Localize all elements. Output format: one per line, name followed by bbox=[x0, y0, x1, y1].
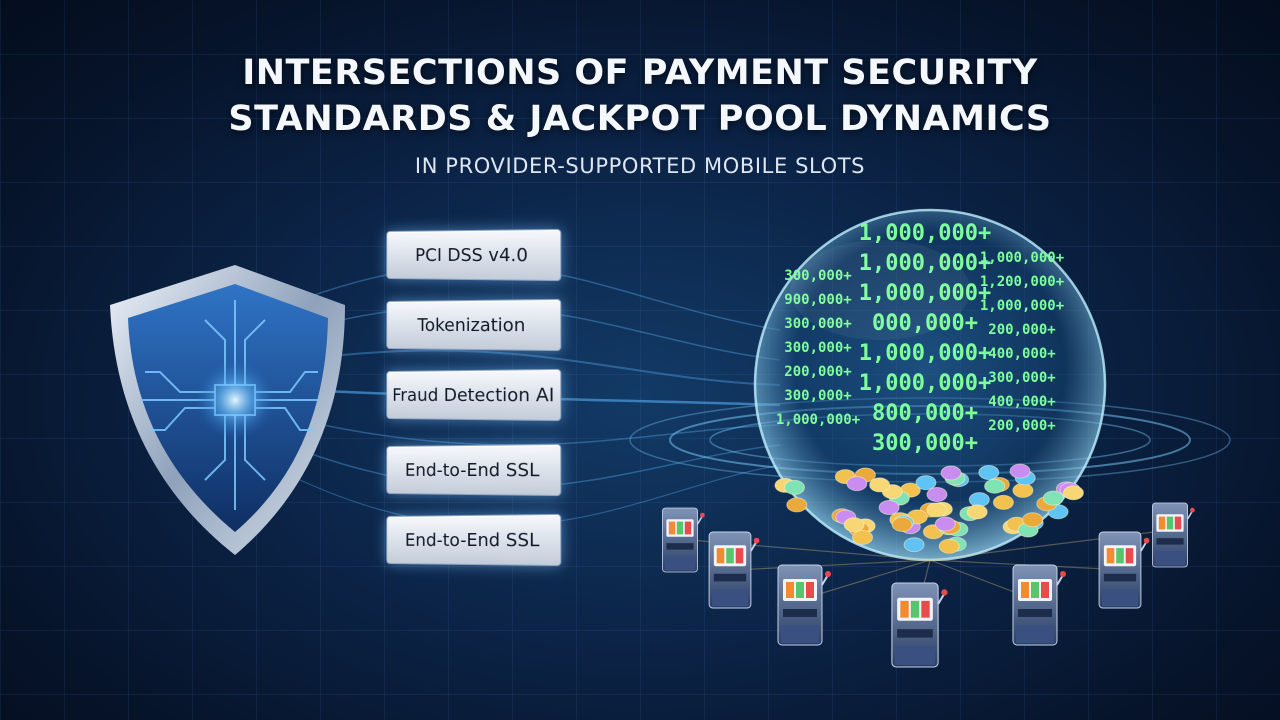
coin bbox=[1042, 490, 1064, 506]
coin bbox=[926, 487, 948, 502]
coin bbox=[869, 477, 891, 493]
security-item-pci-dss: PCI DSS v4.0 bbox=[386, 228, 562, 282]
jackpot-value: 000,000+ bbox=[872, 311, 978, 336]
jackpot-value: 1,000,000+ bbox=[776, 412, 860, 428]
jackpot-value: 400,000+ bbox=[988, 346, 1055, 362]
coin bbox=[1062, 485, 1084, 501]
coin bbox=[878, 500, 900, 515]
title-block: INTERSECTIONS OF PAYMENT SECURITY STANDA… bbox=[0, 50, 1280, 178]
coin bbox=[846, 476, 868, 492]
shield-circuit-icon bbox=[110, 265, 345, 555]
jackpot-value: 1,000,000+ bbox=[859, 281, 991, 306]
jackpot-value: 300,000+ bbox=[784, 268, 851, 284]
jackpot-value: 300,000+ bbox=[784, 316, 851, 332]
coin bbox=[852, 529, 873, 545]
coin bbox=[968, 492, 990, 508]
slot-machine-icon bbox=[1012, 564, 1066, 646]
jackpot-value: 1,000,000+ bbox=[980, 298, 1064, 314]
jackpot-value: 1,000,000+ bbox=[859, 251, 991, 276]
coin bbox=[926, 502, 948, 518]
title-line-1: INTERSECTIONS OF PAYMENT SECURITY bbox=[242, 53, 1038, 93]
coin bbox=[786, 497, 808, 513]
coin bbox=[1022, 512, 1044, 528]
security-item-ssl-2: End-to-End SSL bbox=[386, 513, 562, 567]
jackpot-value: 800,000+ bbox=[872, 401, 978, 426]
jackpot-value: 300,000+ bbox=[784, 388, 851, 404]
jackpot-sphere: 1,000,000+1,000,000+1,000,000+000,000+1,… bbox=[753, 208, 1107, 562]
title-line-2: STANDARDS & JACKPOT POOL DYNAMICS bbox=[228, 99, 1052, 139]
coin bbox=[934, 516, 956, 532]
jackpot-value: 200,000+ bbox=[784, 364, 851, 380]
jackpot-value: 1,000,000+ bbox=[859, 341, 991, 366]
coin bbox=[938, 538, 960, 554]
slot-machine-icon bbox=[1152, 502, 1195, 568]
jackpot-value: 1,000,000+ bbox=[980, 250, 1064, 266]
coin bbox=[940, 465, 962, 481]
coin bbox=[992, 494, 1014, 510]
jackpot-value: 400,000+ bbox=[988, 394, 1055, 410]
jackpot-value: 300,000+ bbox=[872, 431, 978, 456]
jackpot-value: 1,000,000+ bbox=[859, 221, 991, 246]
jackpot-value: 1,000,000+ bbox=[859, 371, 991, 396]
jackpot-value: 300,000+ bbox=[988, 370, 1055, 386]
coin bbox=[903, 537, 925, 553]
slot-machine-icon bbox=[1098, 531, 1150, 609]
slot-machine-icon bbox=[708, 531, 760, 609]
slot-machine-icon bbox=[891, 582, 948, 668]
jackpot-value: 200,000+ bbox=[988, 418, 1055, 434]
slot-machine-icon bbox=[777, 564, 831, 646]
jackpot-value: 1,200,000+ bbox=[980, 274, 1064, 290]
subtitle: IN PROVIDER-SUPPORTED MOBILE SLOTS bbox=[414, 154, 866, 178]
security-item-ssl-1: End-to-End SSL bbox=[386, 443, 562, 497]
jackpot-value: 900,000+ bbox=[784, 292, 851, 308]
security-item-fraud-detection: Fraud Detection AI bbox=[386, 368, 562, 422]
jackpot-value: 300,000+ bbox=[784, 340, 851, 356]
slot-machines bbox=[662, 502, 1195, 668]
slot-machine-icon bbox=[662, 507, 705, 573]
security-item-tokenization: Tokenization bbox=[386, 298, 562, 352]
coin bbox=[915, 475, 937, 491]
coin bbox=[843, 517, 865, 533]
coin bbox=[784, 479, 805, 495]
jackpot-value: 200,000+ bbox=[988, 322, 1055, 338]
coin bbox=[966, 504, 988, 520]
coin bbox=[978, 465, 1000, 480]
coin bbox=[891, 516, 913, 532]
coin bbox=[1009, 463, 1031, 479]
coin bbox=[984, 478, 1006, 494]
coin bbox=[1012, 482, 1034, 498]
